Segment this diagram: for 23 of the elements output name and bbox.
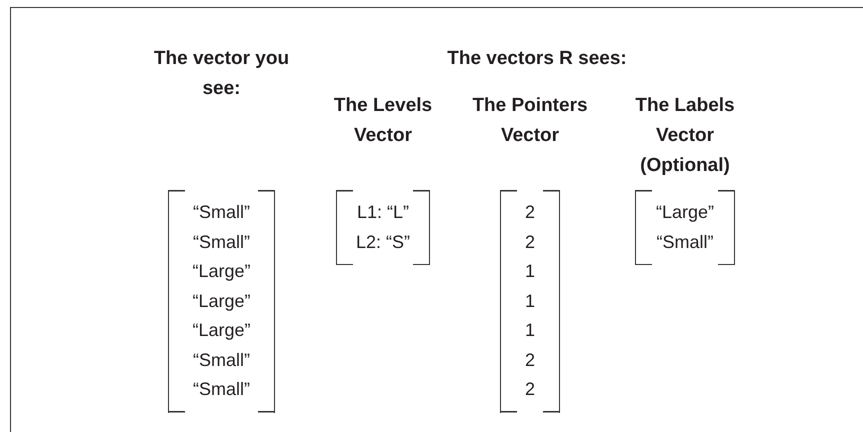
section-heading: The vectors R sees:	[446, 47, 628, 71]
vector-item: 2	[524, 201, 535, 224]
vector-item: 2	[524, 348, 535, 372]
vector-item: “Small”	[193, 348, 250, 372]
vector-item: 2	[524, 378, 535, 401]
vector-item: “Large”	[192, 290, 251, 313]
vector-item: 1	[524, 290, 535, 312]
vector-item: “Small”	[193, 230, 250, 254]
vector-item: L2: “S”	[356, 230, 410, 254]
vector-item: 1	[524, 260, 535, 283]
column-heading: The Labels Vector (Optional)	[634, 94, 736, 178]
vector-item: “Small”	[656, 230, 714, 254]
column-heading: The vector you see:	[152, 47, 290, 101]
vector-item: “Large”	[192, 260, 251, 283]
vector-item: “Large”	[656, 201, 714, 224]
vector-item: L1: “L”	[356, 201, 410, 224]
vector-item: “Small”	[193, 201, 250, 224]
vector-item: “Large”	[192, 319, 251, 342]
column-heading: The Levels Vector	[332, 94, 434, 148]
vector-item: 1	[524, 319, 535, 342]
vector-item: 2	[524, 230, 535, 254]
vector-item: “Small”	[193, 378, 250, 401]
column-heading: The Pointers Vector	[471, 94, 589, 148]
